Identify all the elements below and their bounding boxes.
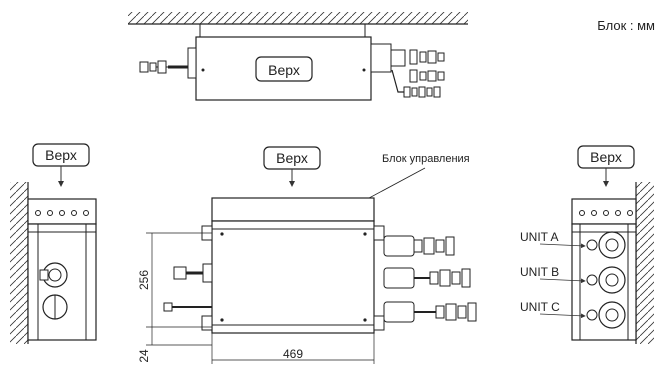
port-a-arrow bbox=[539, 243, 586, 249]
top-label-box bbox=[255, 56, 313, 82]
front-right-pipe-row-c bbox=[383, 301, 477, 323]
left-pipe-fitting bbox=[139, 47, 197, 79]
left-view-label: Верх bbox=[45, 147, 77, 163]
front-view: Верх Блок управления bbox=[137, 146, 477, 364]
port-b-fitting bbox=[586, 266, 626, 294]
port-label-c: UNIT C bbox=[520, 300, 560, 314]
port-label-a: UNIT A bbox=[520, 230, 558, 244]
units-note: Блок : мм bbox=[597, 18, 655, 33]
port-c-arrow bbox=[539, 313, 586, 319]
right-view-label: Верх bbox=[590, 149, 622, 165]
dim-offset-label: 24 bbox=[137, 349, 151, 363]
port-label-b: UNIT B bbox=[520, 265, 559, 279]
port-b-arrow bbox=[539, 278, 586, 284]
front-left-pipes bbox=[163, 263, 213, 312]
dimension-lines bbox=[146, 232, 375, 364]
front-right-pipe-row-a bbox=[383, 235, 455, 257]
left-control-box bbox=[27, 198, 97, 225]
dim-width-label: 469 bbox=[283, 347, 303, 361]
control-box bbox=[211, 197, 375, 222]
port-c-fitting bbox=[586, 301, 626, 329]
top-view: Верх bbox=[128, 12, 468, 101]
dim-height-label: 256 bbox=[137, 270, 151, 290]
right-pipe-cluster bbox=[370, 43, 445, 98]
right-view: Верх UNIT A UNIT B UNIT C bbox=[520, 145, 654, 344]
control-box-label: Блок управления bbox=[382, 153, 470, 165]
front-unit-body bbox=[211, 220, 375, 334]
left-view: Верх bbox=[10, 143, 97, 344]
port-a-fitting bbox=[586, 231, 626, 259]
front-right-pipe-row-b bbox=[383, 267, 471, 289]
front-view-label: Верх bbox=[276, 150, 308, 166]
top-view-label: Верх bbox=[268, 62, 300, 78]
right-wall-hatch bbox=[636, 182, 654, 344]
ceiling-hatch bbox=[128, 12, 468, 24]
left-wall-hatch bbox=[10, 182, 28, 344]
